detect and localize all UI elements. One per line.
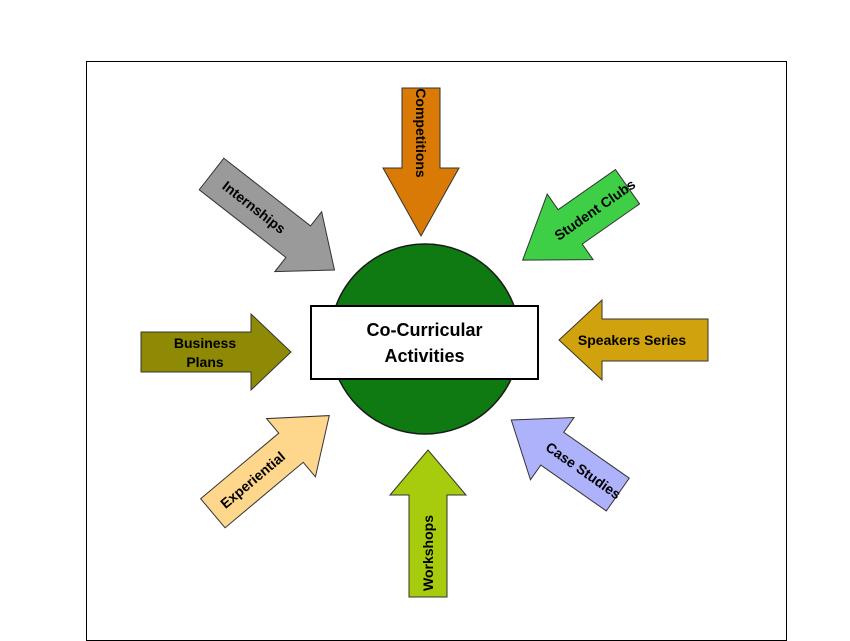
- arrow-student-clubs: Student Clubs: [521, 168, 641, 261]
- arrow-business-plans-label: Business: [174, 335, 236, 351]
- co-curricular-diagram: Co-Curricular Activities Competitions St…: [140, 87, 709, 598]
- arrow-speakers-series: Speakers Series: [558, 298, 709, 382]
- arrow-competitions-label: Competitions: [413, 88, 429, 178]
- arrow-speakers-series-label: Speakers Series: [578, 332, 686, 348]
- arrow-business-plans-label-line2: Plans: [186, 354, 224, 370]
- arrow-experiential: Experiential: [199, 415, 330, 529]
- arrow-business-plans: Business Plans: [140, 312, 292, 392]
- arrow-competitions-shape: [382, 87, 460, 238]
- arrow-workshops-label: Workshops: [420, 515, 436, 591]
- arrow-student-clubs-shape: [521, 168, 641, 261]
- arrow-competitions: Competitions: [382, 87, 460, 238]
- arrow-experiential-shape: [199, 415, 330, 529]
- arrow-speakers-series-shape: [558, 298, 709, 382]
- arrow-workshops-shape: [388, 449, 468, 598]
- arrow-business-plans-shape: [140, 312, 292, 392]
- arrow-workshops: Workshops: [388, 449, 468, 598]
- center-title-line1: Co-Curricular: [366, 320, 482, 340]
- arrow-case-studies: Case Studies: [510, 417, 630, 512]
- center-title-line2: Activities: [384, 346, 464, 366]
- arrow-case-studies-shape: [510, 417, 630, 512]
- arrow-internships-shape: [198, 157, 336, 273]
- arrow-internships: Internships: [198, 157, 336, 273]
- center-box: [310, 305, 539, 380]
